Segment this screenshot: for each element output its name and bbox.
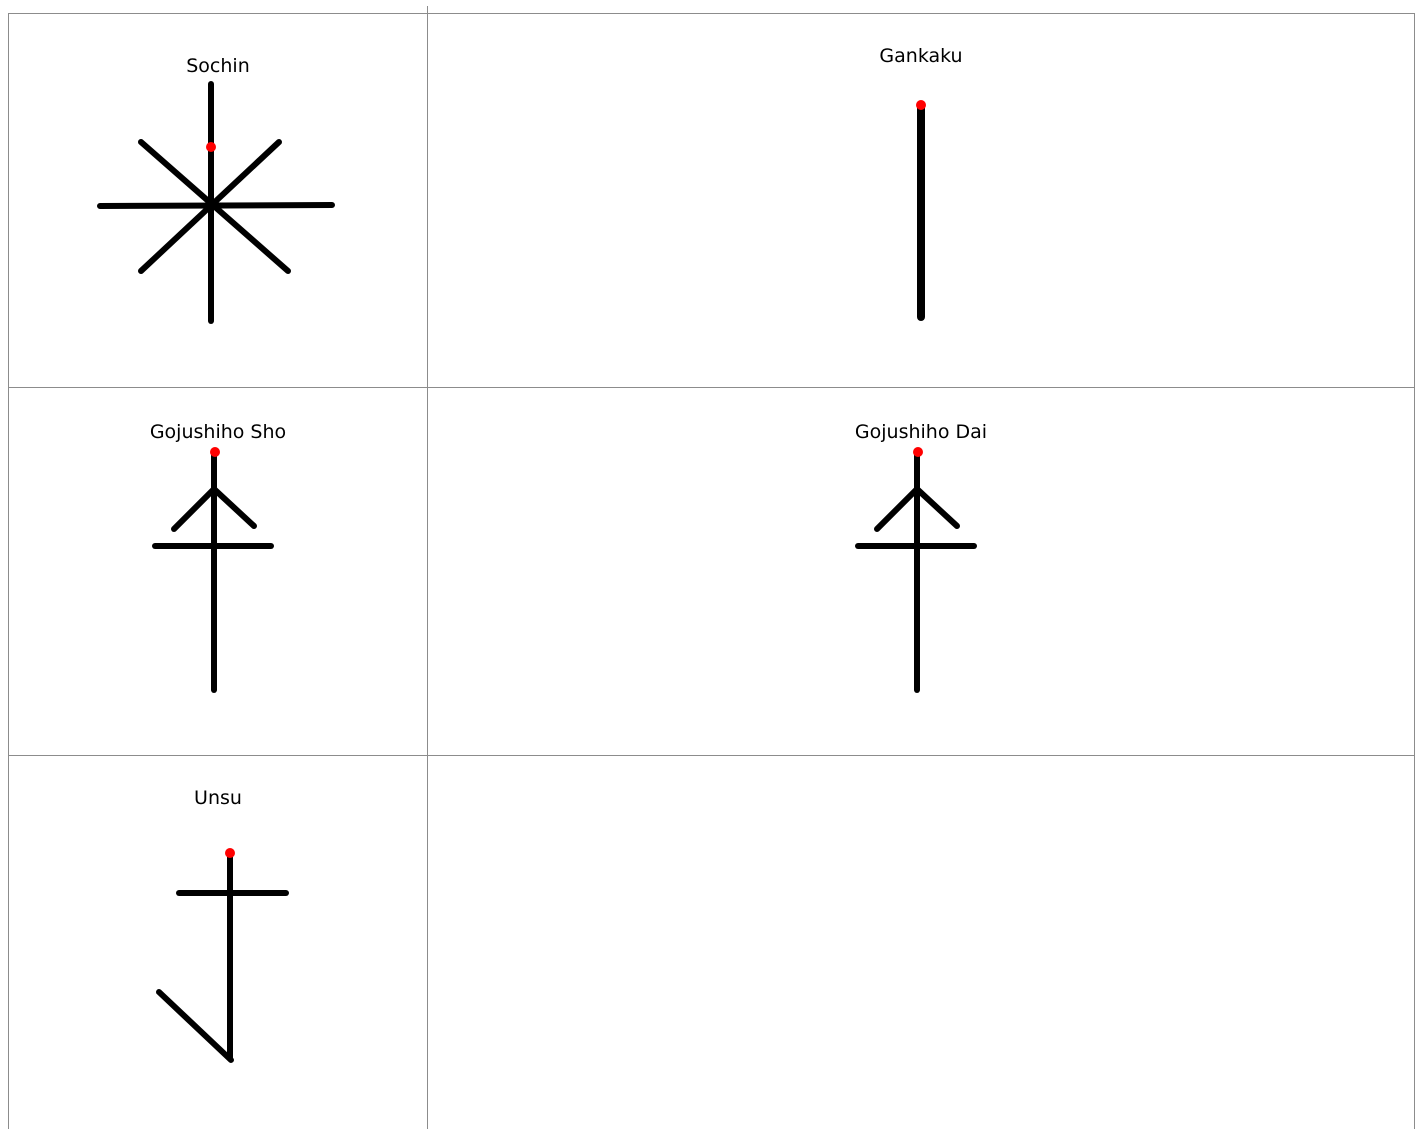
kata-cell-gojushiho-dai: Gojushiho Dai bbox=[428, 388, 1414, 755]
gojushiho-dai-right-diagonal bbox=[917, 489, 957, 526]
unsu-start-point bbox=[225, 848, 235, 858]
kata-cell-gojushiho-sho: Gojushiho Sho bbox=[9, 388, 427, 755]
gojushiho-sho-right-diagonal bbox=[214, 489, 254, 526]
gojushiho-sho-left-diagonal bbox=[174, 489, 214, 529]
sochin-start-point bbox=[206, 142, 216, 152]
kata-cell-unsu: Unsu bbox=[9, 756, 427, 1129]
empty-table-cell bbox=[428, 756, 1414, 1129]
kata-cell-gankaku: Gankaku bbox=[428, 14, 1414, 387]
sochin-embusen-diagram bbox=[9, 14, 427, 387]
gojushiho-sho-start-point bbox=[210, 447, 220, 457]
table-border-right bbox=[1414, 13, 1415, 1129]
gankaku-embusen-diagram bbox=[428, 14, 1414, 387]
gojushiho-dai-start-point bbox=[913, 447, 923, 457]
unsu-embusen-diagram bbox=[9, 756, 427, 1129]
gojushiho-dai-left-diagonal bbox=[877, 489, 917, 529]
gankaku-start-point bbox=[916, 100, 926, 110]
gojushiho-dai-embusen-diagram bbox=[428, 388, 1414, 755]
unsu-diagonal-line bbox=[159, 992, 231, 1060]
gojushiho-sho-embusen-diagram bbox=[9, 388, 427, 755]
kata-cell-sochin: Sochin bbox=[9, 14, 427, 387]
